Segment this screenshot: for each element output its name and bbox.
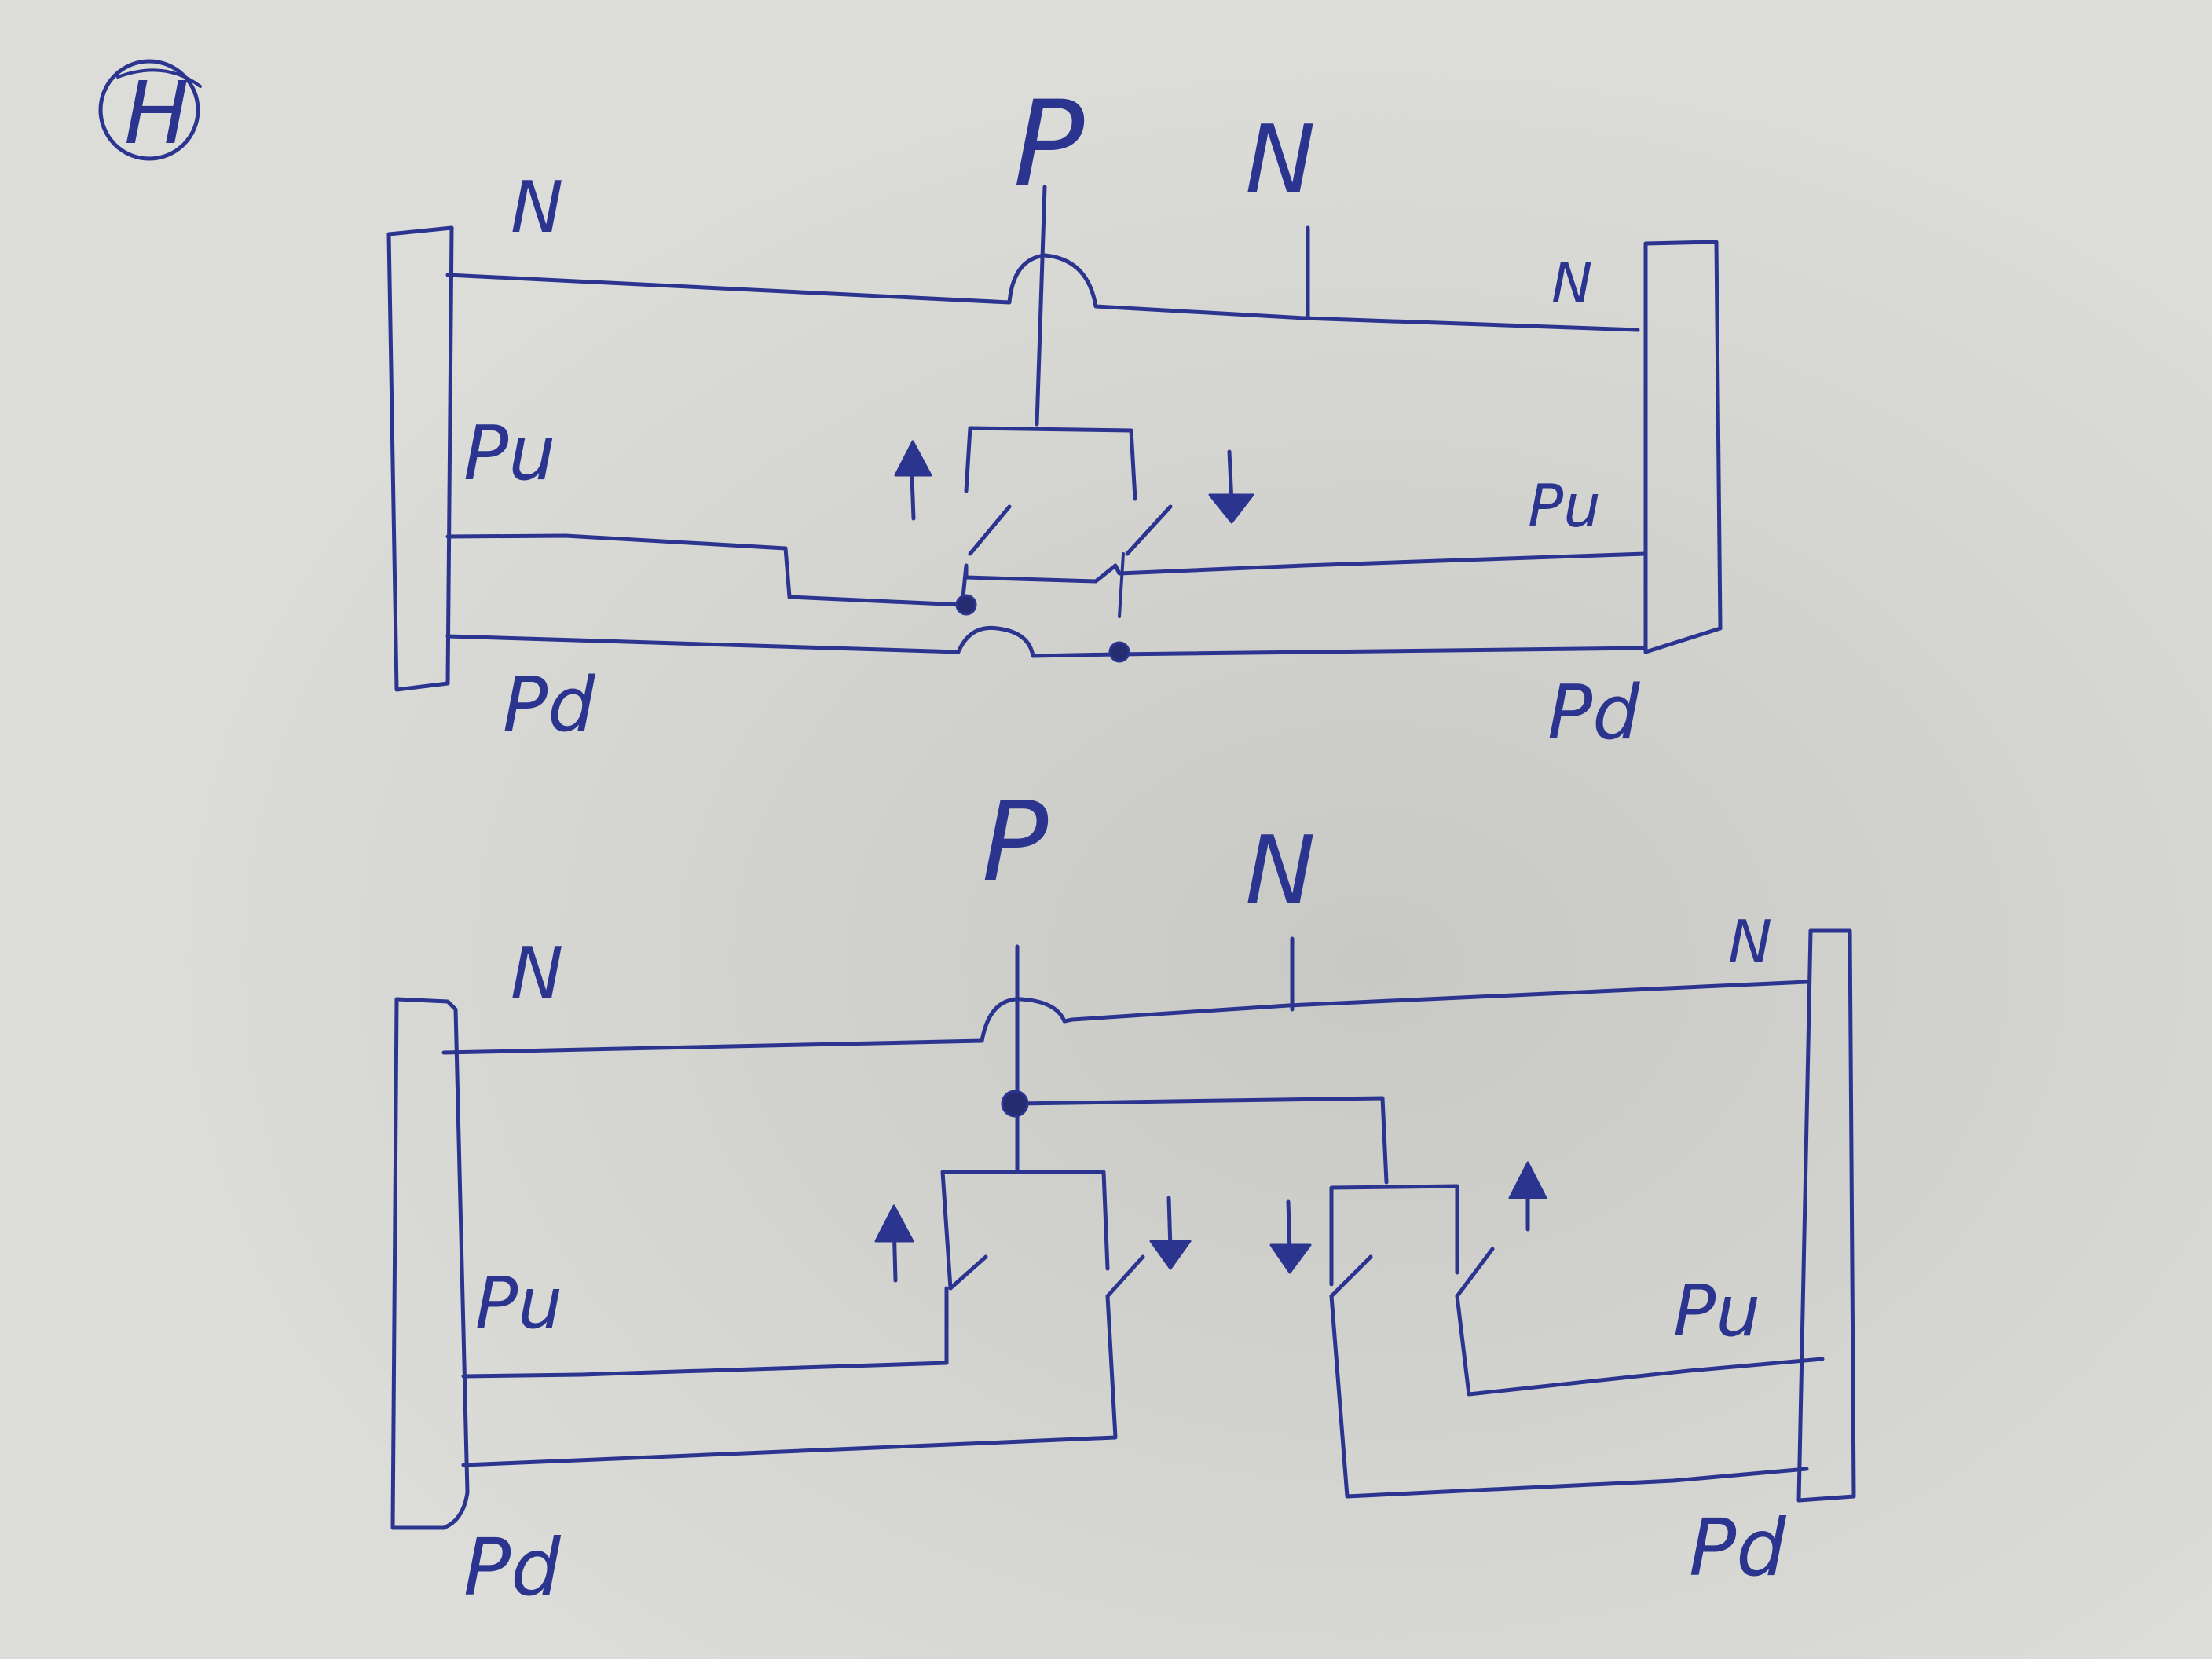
top-switch-bracket (964, 426, 1137, 501)
bottom-right-pd-line (1329, 1294, 1809, 1499)
up-arrow-icon (894, 440, 932, 521)
bottom-left-bar (390, 997, 470, 1530)
down-arrow-icon (1208, 449, 1254, 524)
bottom-label-pu-right: Pu (1673, 1270, 1760, 1353)
top-right-bar (1643, 240, 1723, 654)
top-label-n-top: N (1245, 106, 1316, 215)
top-label-pd-right: Pd (1547, 670, 1640, 756)
top-label-n-right: N (1551, 251, 1592, 316)
top-label-n-left: N (511, 167, 563, 249)
bottom-left-switch-bracket (940, 1170, 1110, 1291)
bottom-down-arrow-right-icon (1269, 1199, 1312, 1274)
top-left-bar (386, 225, 454, 692)
top-junction-dot-pu (955, 594, 977, 616)
bottom-left-pd-line (461, 1294, 1118, 1467)
top-label-pu-right: Pu (1528, 471, 1601, 540)
bottom-n-line (441, 980, 1809, 1055)
top-junction-dot-pd (1108, 641, 1130, 663)
bottom-label-n-left: N (511, 932, 563, 1015)
top-n-line (445, 253, 1640, 332)
bottom-label-p: P (982, 778, 1049, 906)
bottom-label-n-right: N (1728, 907, 1772, 976)
diagram-bottom: P N N N Pu Pu Pd Pd (390, 778, 1856, 1613)
top-pd-line (445, 625, 1648, 658)
bottom-down-arrow-left-icon (1149, 1196, 1192, 1270)
bottom-right-pu-line (1455, 1294, 1825, 1397)
corner-mark-letter: H (124, 63, 189, 163)
bottom-label-pu-left: Pu (475, 1262, 562, 1345)
top-pu-line (445, 533, 1648, 607)
bottom-label-n-top: N (1245, 817, 1316, 926)
bottom-right-switch-bracket (1329, 1184, 1459, 1287)
top-switch-left (968, 504, 1012, 556)
top-switch-right (1125, 504, 1173, 556)
top-label-pu-left: Pu (463, 411, 556, 497)
bottom-p-branch (1015, 1096, 1389, 1185)
bottom-junction-dot (1001, 1090, 1029, 1118)
top-p-line (1035, 185, 1047, 427)
top-label-p: P (1013, 76, 1085, 213)
diagram-top: P N N N Pu Pu Pd Pd (386, 76, 1723, 756)
bottom-label-pd-left: Pd (463, 1522, 561, 1613)
top-label-pd-left: Pd (503, 662, 595, 749)
bottom-up-arrow-right-icon (1508, 1161, 1547, 1232)
bottom-left-pu-line (461, 1286, 949, 1379)
bottom-label-pd-right: Pd (1689, 1502, 1786, 1594)
bottom-right-bar (1796, 928, 1856, 1503)
corner-mark: H (98, 59, 202, 163)
bottom-up-arrow-left-icon (874, 1204, 914, 1283)
